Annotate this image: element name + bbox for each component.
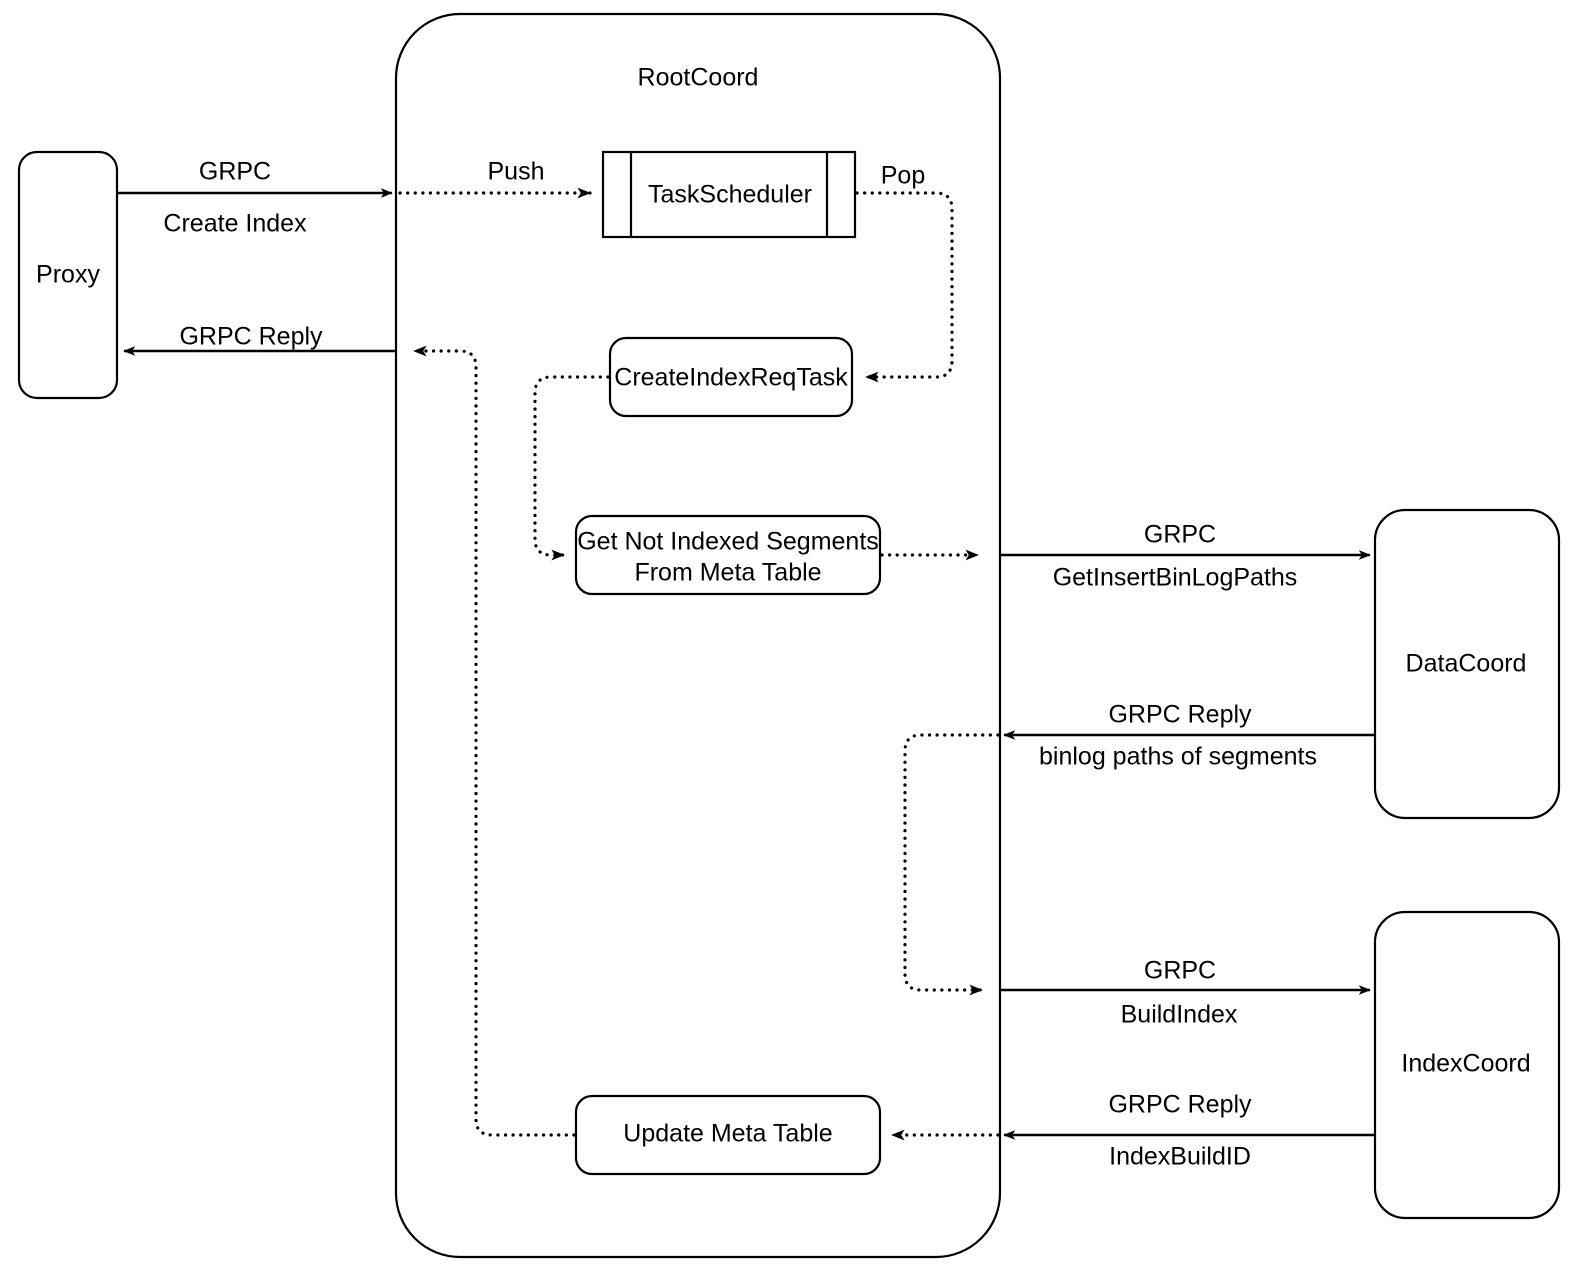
- node-task-scheduler[interactable]: [601, 150, 857, 239]
- node-indexcoord[interactable]: [1373, 910, 1561, 1220]
- edge-pop-to-task: [855, 191, 954, 383]
- node-get-not-indexed-segments[interactable]: [574, 514, 882, 596]
- node-create-index-req-task[interactable]: [608, 336, 854, 418]
- container-rootcoord: [394, 12, 1002, 1259]
- node-proxy[interactable]: [17, 150, 119, 400]
- node-update-meta-table[interactable]: [574, 1094, 882, 1176]
- node-datacoord[interactable]: [1373, 508, 1561, 820]
- edge-binlog-to-buildindex: [903, 733, 1000, 996]
